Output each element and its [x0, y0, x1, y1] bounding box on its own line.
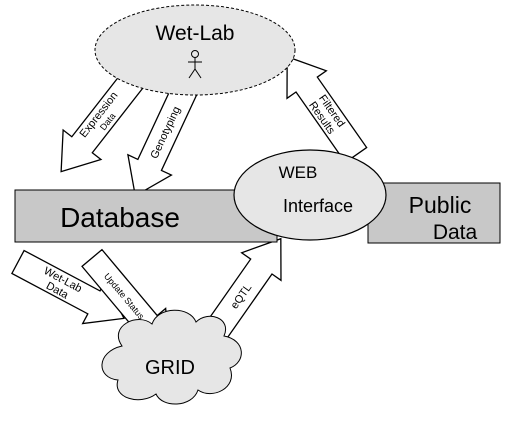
eqtl-arrow: eQTL: [191, 224, 302, 352]
wetlab-label: Wet-Lab: [156, 22, 235, 45]
cloud-shape: [101, 309, 242, 405]
public-data-label-line1: Public: [409, 192, 472, 218]
grid-label: GRID: [145, 357, 195, 379]
person-icon: [188, 50, 202, 79]
web-interface-label-line1: WEB: [279, 163, 318, 182]
web-interface-node: WEB Interface: [233, 149, 387, 241]
web-interface-label-line2: Interface: [283, 196, 353, 216]
wetlab-node: Wet-Lab: [94, 4, 296, 96]
database-node: Database: [14, 189, 278, 243]
public-data-label-line2: Data: [433, 221, 478, 244]
public-data-node: Public Data: [367, 182, 501, 244]
grid-node: GRID: [101, 309, 242, 405]
database-label: Database: [60, 202, 180, 233]
